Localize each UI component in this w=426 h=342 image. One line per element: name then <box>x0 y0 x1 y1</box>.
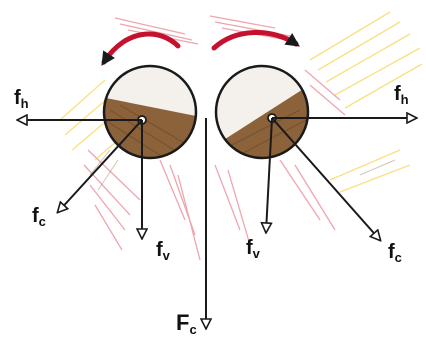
fc-right-arrow <box>271 117 380 240</box>
label-fv-right: fv <box>246 237 261 261</box>
background-hatching <box>59 11 423 261</box>
label-fv-left: fv <box>156 239 171 263</box>
label-fc-right: fc <box>388 241 402 265</box>
fv-right-arrow <box>266 117 273 232</box>
fc-left-arrow <box>58 119 143 212</box>
counterclockwise-arrow-icon <box>101 31 181 66</box>
right-roller <box>214 64 310 160</box>
clockwise-arrow-icon <box>211 30 300 51</box>
label-fh-right: fh <box>394 83 409 107</box>
label-fc-left: fc <box>32 205 46 229</box>
label-Fc: Fc <box>176 310 197 337</box>
label-fh-left: fh <box>14 87 29 111</box>
